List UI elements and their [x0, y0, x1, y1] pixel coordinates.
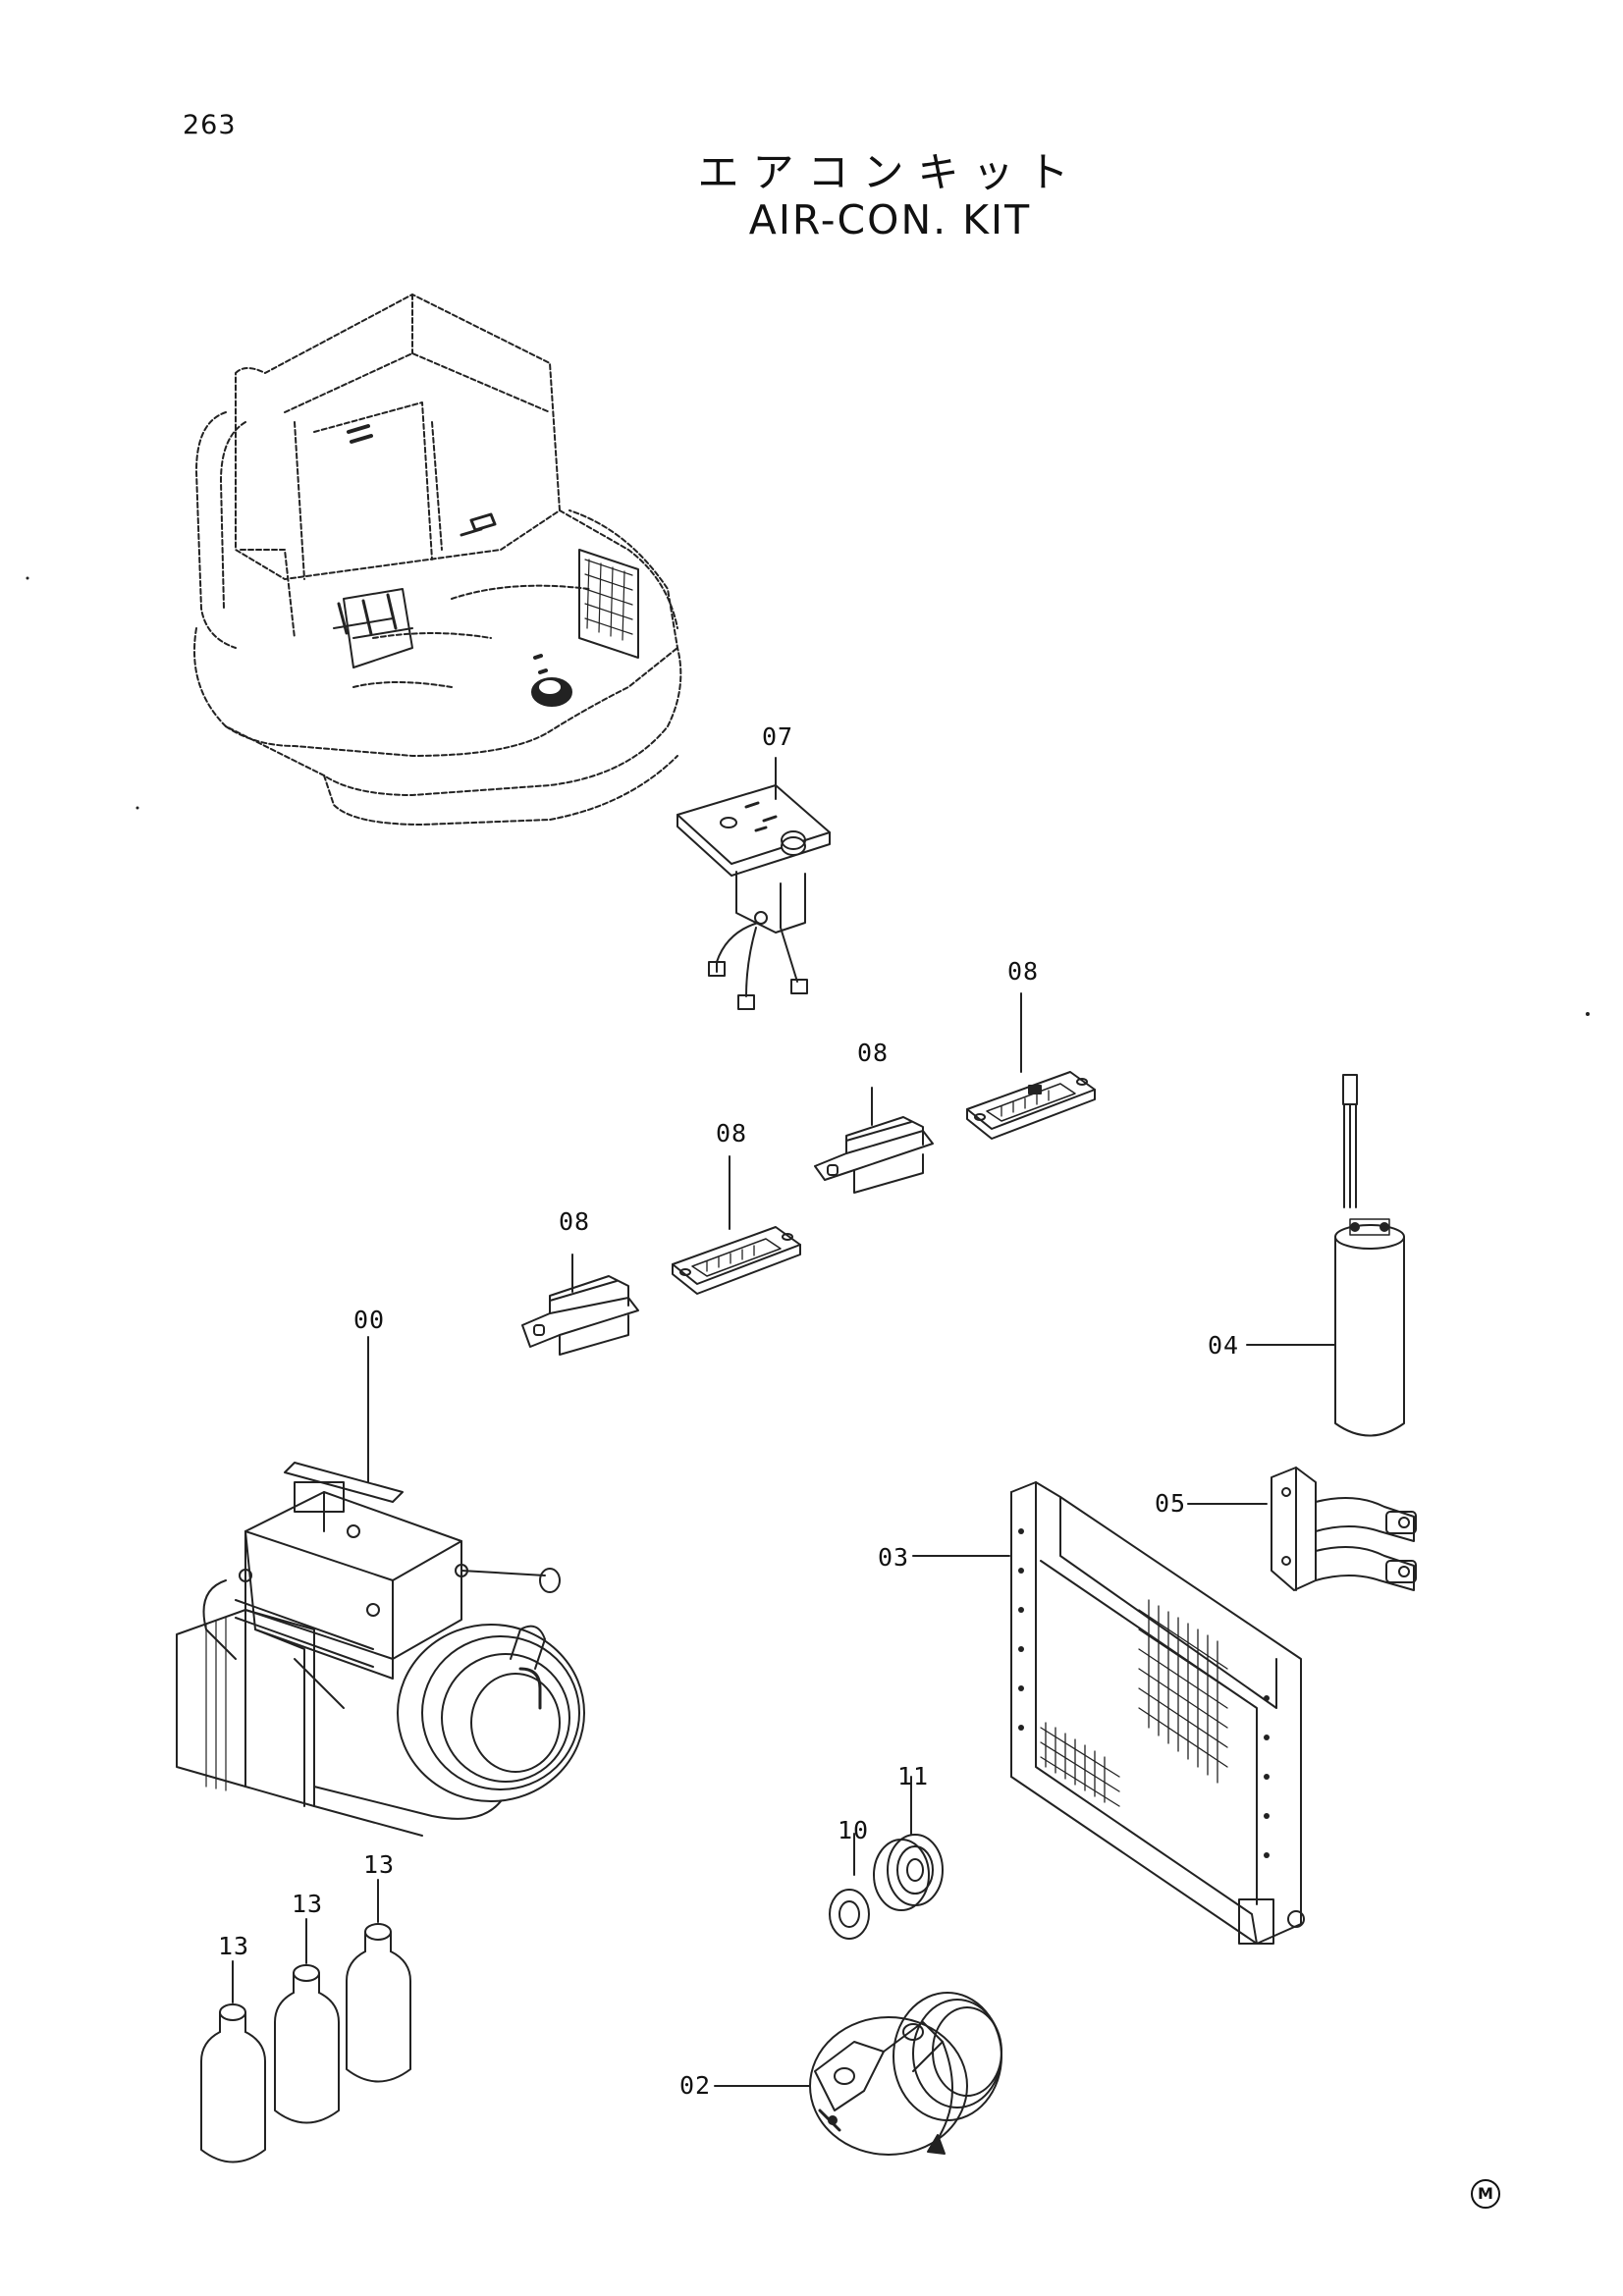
part-03-condenser [913, 1482, 1304, 1944]
part-13-oil-can-middle [275, 1919, 339, 2123]
callout-05: 05 [1155, 1489, 1187, 1518]
callout-13: 13 [218, 1932, 250, 1960]
callout-00: 00 [353, 1306, 386, 1334]
excavator-overview-illustration [194, 294, 680, 825]
callout-08: 08 [1007, 957, 1040, 986]
part-05-mounting-bracket [1188, 1468, 1416, 1590]
part-04-receiver-drier [1247, 1075, 1404, 1436]
callout-04: 04 [1208, 1331, 1240, 1360]
circled-m-mark: M [1471, 2179, 1500, 2209]
page-title-japanese: エアコンキット [697, 148, 1083, 196]
scan-speck [1586, 1012, 1590, 1016]
scan-speck [135, 806, 139, 810]
callout-10: 10 [838, 1816, 870, 1844]
callout-13: 13 [363, 1850, 396, 1879]
part-08-connector-terminal-center [673, 1156, 800, 1294]
part-11-pulley [874, 1777, 943, 1910]
scan-speck [26, 576, 29, 580]
page-number: 263 [183, 110, 237, 140]
page-title-english: AIR-CON. KIT [748, 196, 1032, 243]
callout-08: 08 [857, 1039, 890, 1067]
callout-08: 08 [559, 1207, 591, 1236]
part-07-control-panel [677, 758, 830, 1009]
part-00-air-conditioner-unit [177, 1337, 584, 1836]
part-02-compressor [715, 1993, 1001, 2155]
callout-13: 13 [292, 1890, 324, 1918]
part-13-oil-can-left [201, 1961, 265, 2163]
part-10-washer [830, 1834, 869, 1939]
callout-08: 08 [716, 1119, 748, 1148]
part-13-oil-can-right [347, 1880, 410, 2082]
part-08-connector-housing-center [815, 1088, 933, 1193]
callout-03: 03 [878, 1543, 910, 1572]
part-08-connector-terminal-right [967, 993, 1095, 1139]
part-08-connector-housing-left [522, 1255, 638, 1355]
callout-11: 11 [897, 1762, 930, 1790]
callout-02: 02 [679, 2071, 712, 2100]
callout-07: 07 [762, 722, 794, 751]
